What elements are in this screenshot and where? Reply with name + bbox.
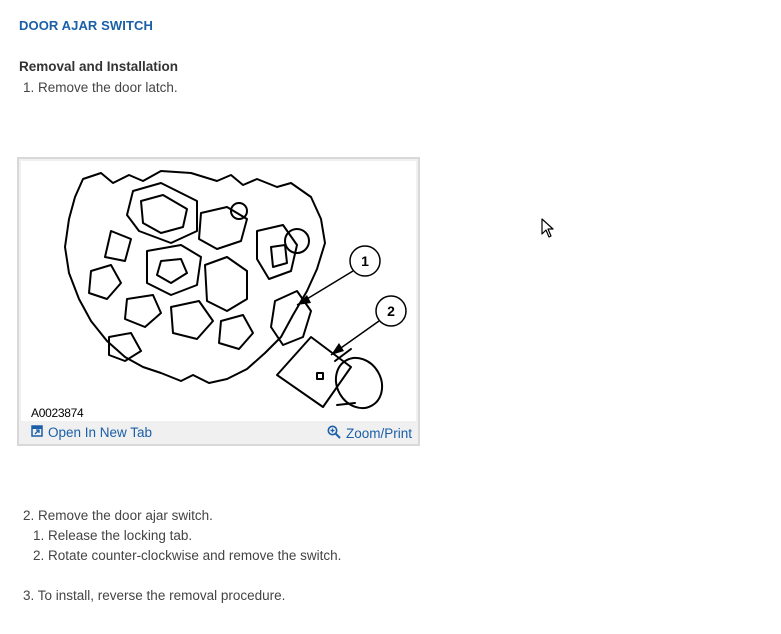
figure-toolbar: Open In New Tab Zoom/Print	[21, 423, 416, 443]
mouse-cursor-icon	[541, 218, 555, 243]
open-in-new-tab-link[interactable]: Open In New Tab	[31, 425, 152, 440]
zoom-print-label: Zoom/Print	[345, 426, 412, 441]
callout-2-label: 2	[387, 303, 395, 319]
step-2: 2. Remove the door ajar switch.	[23, 508, 213, 523]
open-in-new-tab-icon	[31, 425, 43, 440]
step-3: 3. To install, reverse the removal proce…	[23, 588, 286, 603]
page-title: DOOR AJAR SWITCH	[19, 18, 154, 33]
substep-2-1: 1. Release the locking tab.	[33, 528, 193, 543]
figure-image-id: A0023874	[31, 406, 84, 420]
magnifier-zoom-icon	[327, 425, 341, 442]
figure-panel: 1 2 A0023874 Open In New Tab	[17, 157, 420, 446]
section-heading: Removal and Installation	[19, 59, 179, 74]
zoom-print-link[interactable]: Zoom/Print	[327, 425, 412, 442]
step-1: 1. Remove the door latch.	[23, 80, 178, 95]
open-in-new-tab-label: Open In New Tab	[48, 425, 153, 440]
substep-2-2: 2. Rotate counter-clockwise and remove t…	[33, 548, 342, 563]
door-latch-drawing: 1 2	[64, 170, 407, 410]
door-latch-illustration[interactable]: 1 2 A0023874	[21, 161, 416, 421]
callout-1-label: 1	[361, 253, 369, 269]
callout-markers	[349, 245, 407, 327]
